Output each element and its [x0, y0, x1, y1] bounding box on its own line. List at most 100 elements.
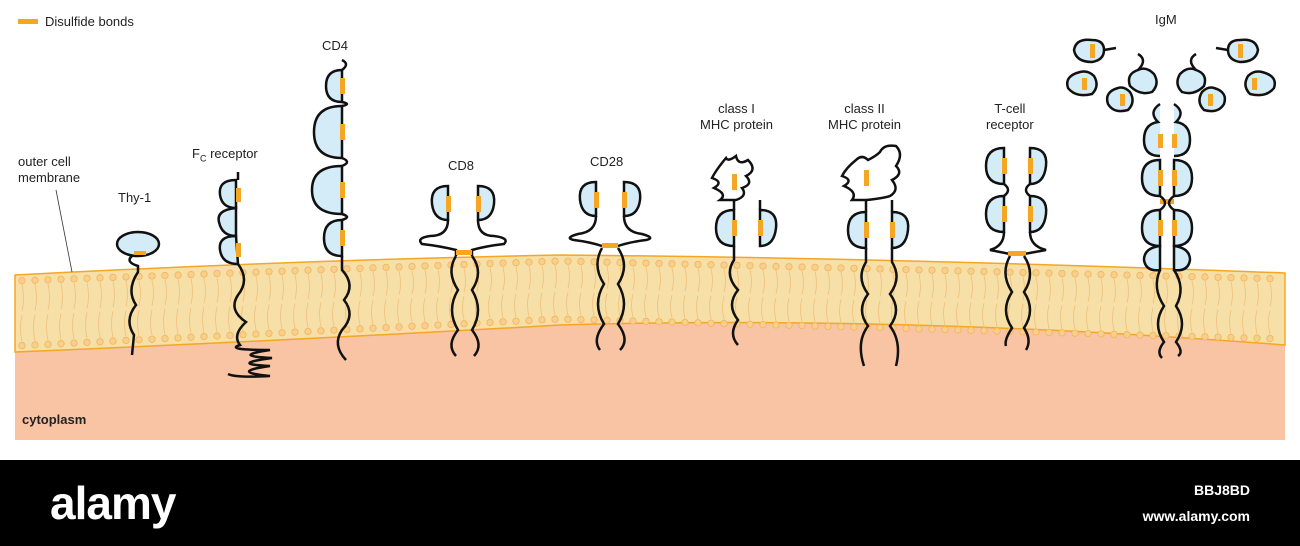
lipid-head: [512, 259, 520, 267]
lipid-head: [96, 338, 104, 346]
igm-domain: [1066, 70, 1098, 97]
disulfide-bond: [732, 174, 737, 190]
cytoplasm-label: cytoplasm: [22, 412, 87, 427]
lipid-head: [239, 331, 247, 339]
lipid-head: [1071, 329, 1079, 337]
disulfide-bond: [236, 243, 241, 257]
lipid-tail: [189, 278, 193, 334]
lipid-head: [811, 322, 819, 330]
mhc2-peptide-domain: [840, 144, 902, 202]
mhc1-domain: [758, 208, 778, 248]
lipid-head: [460, 260, 468, 269]
disulfide-bond: [864, 170, 869, 186]
lipid-head: [746, 262, 754, 270]
lipid-head: [499, 259, 507, 267]
lipid-head: [200, 333, 208, 341]
lipid-tail: [852, 272, 856, 324]
mhc2-label-line1: class II: [844, 101, 885, 116]
lipid-head: [720, 261, 728, 269]
igm-domain: [1176, 67, 1207, 95]
lipid-head: [135, 336, 143, 344]
lipid-head: [603, 316, 611, 324]
disulfide-bond: [340, 182, 345, 198]
lipid-tail: [514, 266, 518, 318]
lipid-head: [551, 257, 559, 265]
lipid-head: [213, 332, 221, 340]
lipid-tail: [501, 267, 505, 318]
tcr-label-line2: receptor: [986, 117, 1034, 132]
lipid-head: [213, 269, 221, 278]
lipid-head: [31, 276, 39, 284]
tcell-receptor-protein: [984, 146, 1048, 351]
lipid-head: [876, 265, 884, 273]
lipid-tail: [1112, 278, 1116, 331]
lipid-head: [1253, 274, 1261, 282]
lipid-tail: [839, 271, 843, 323]
lipid-head: [512, 317, 520, 325]
lipid-head: [265, 268, 273, 276]
lipid-head: [122, 336, 130, 345]
lipid-tail: [371, 271, 375, 325]
lipid-head: [538, 316, 546, 324]
lipid-head: [525, 316, 533, 325]
lipid-head: [694, 319, 702, 327]
lipid-tail: [228, 277, 232, 332]
lipid-tail: [1073, 277, 1077, 330]
lipid-tail: [800, 270, 804, 322]
igm-domain: [1105, 86, 1134, 113]
lipid-head: [252, 330, 260, 338]
lipid-head: [382, 263, 390, 271]
lipid-tail: [683, 268, 687, 319]
cd28-domain: [622, 180, 642, 218]
lipid-head: [226, 331, 234, 339]
lipid-head: [967, 326, 975, 334]
lipid-head: [57, 275, 65, 283]
lipid-head: [1201, 273, 1209, 281]
igm-label: IgM: [1155, 12, 1177, 27]
lipid-head: [460, 320, 468, 328]
lipid-head: [759, 320, 767, 329]
lipid-head: [356, 264, 364, 272]
lipid-head: [1110, 271, 1118, 279]
disulfide-bond: [1158, 134, 1163, 148]
disulfide-bond: [1172, 134, 1177, 148]
fc-label-main: F: [192, 146, 200, 161]
lipid-head: [1162, 272, 1170, 280]
lipid-head: [1240, 334, 1248, 342]
lipid-tail: [956, 274, 960, 327]
lipid-head: [122, 273, 130, 281]
footer-bar: alamy BBJ8BD www.alamy.com: [0, 460, 1300, 546]
lipid-head: [83, 338, 91, 347]
lipid-tail: [1151, 279, 1155, 332]
disulfide-bond: [602, 243, 618, 248]
lipid-head: [1240, 274, 1248, 282]
lipid-head: [395, 323, 403, 331]
class2-mhc-protein: [840, 144, 910, 367]
lipid-tail: [1099, 278, 1103, 331]
lipid-tail: [930, 274, 934, 326]
membrane-label: outer cell membrane: [18, 154, 80, 186]
lipid-head: [577, 315, 585, 324]
lipid-tail: [215, 277, 219, 333]
tcr-domain: [1028, 194, 1048, 234]
lipid-head: [421, 262, 429, 270]
disulfide-bond: [622, 192, 627, 208]
lipid-head: [1227, 333, 1235, 342]
igm-domain: [1244, 70, 1276, 97]
tcr-label: T-cell receptor: [986, 101, 1034, 133]
lipid-head: [707, 319, 715, 327]
cd8-protein: [419, 184, 507, 357]
disulfide-bond: [1002, 206, 1007, 222]
lipid-head: [187, 333, 195, 341]
lipid-tail: [462, 268, 466, 320]
lipid-head: [499, 318, 507, 326]
lipid-head: [434, 261, 442, 270]
lipid-head: [1084, 270, 1092, 278]
lipid-tail: [774, 270, 778, 322]
fc-receptor-label: FC receptor: [192, 146, 258, 167]
lipid-tail: [787, 270, 791, 322]
lipid-head: [967, 267, 975, 275]
lipid-head: [837, 323, 845, 331]
lipid-head: [44, 340, 52, 348]
lipid-head: [681, 260, 689, 268]
